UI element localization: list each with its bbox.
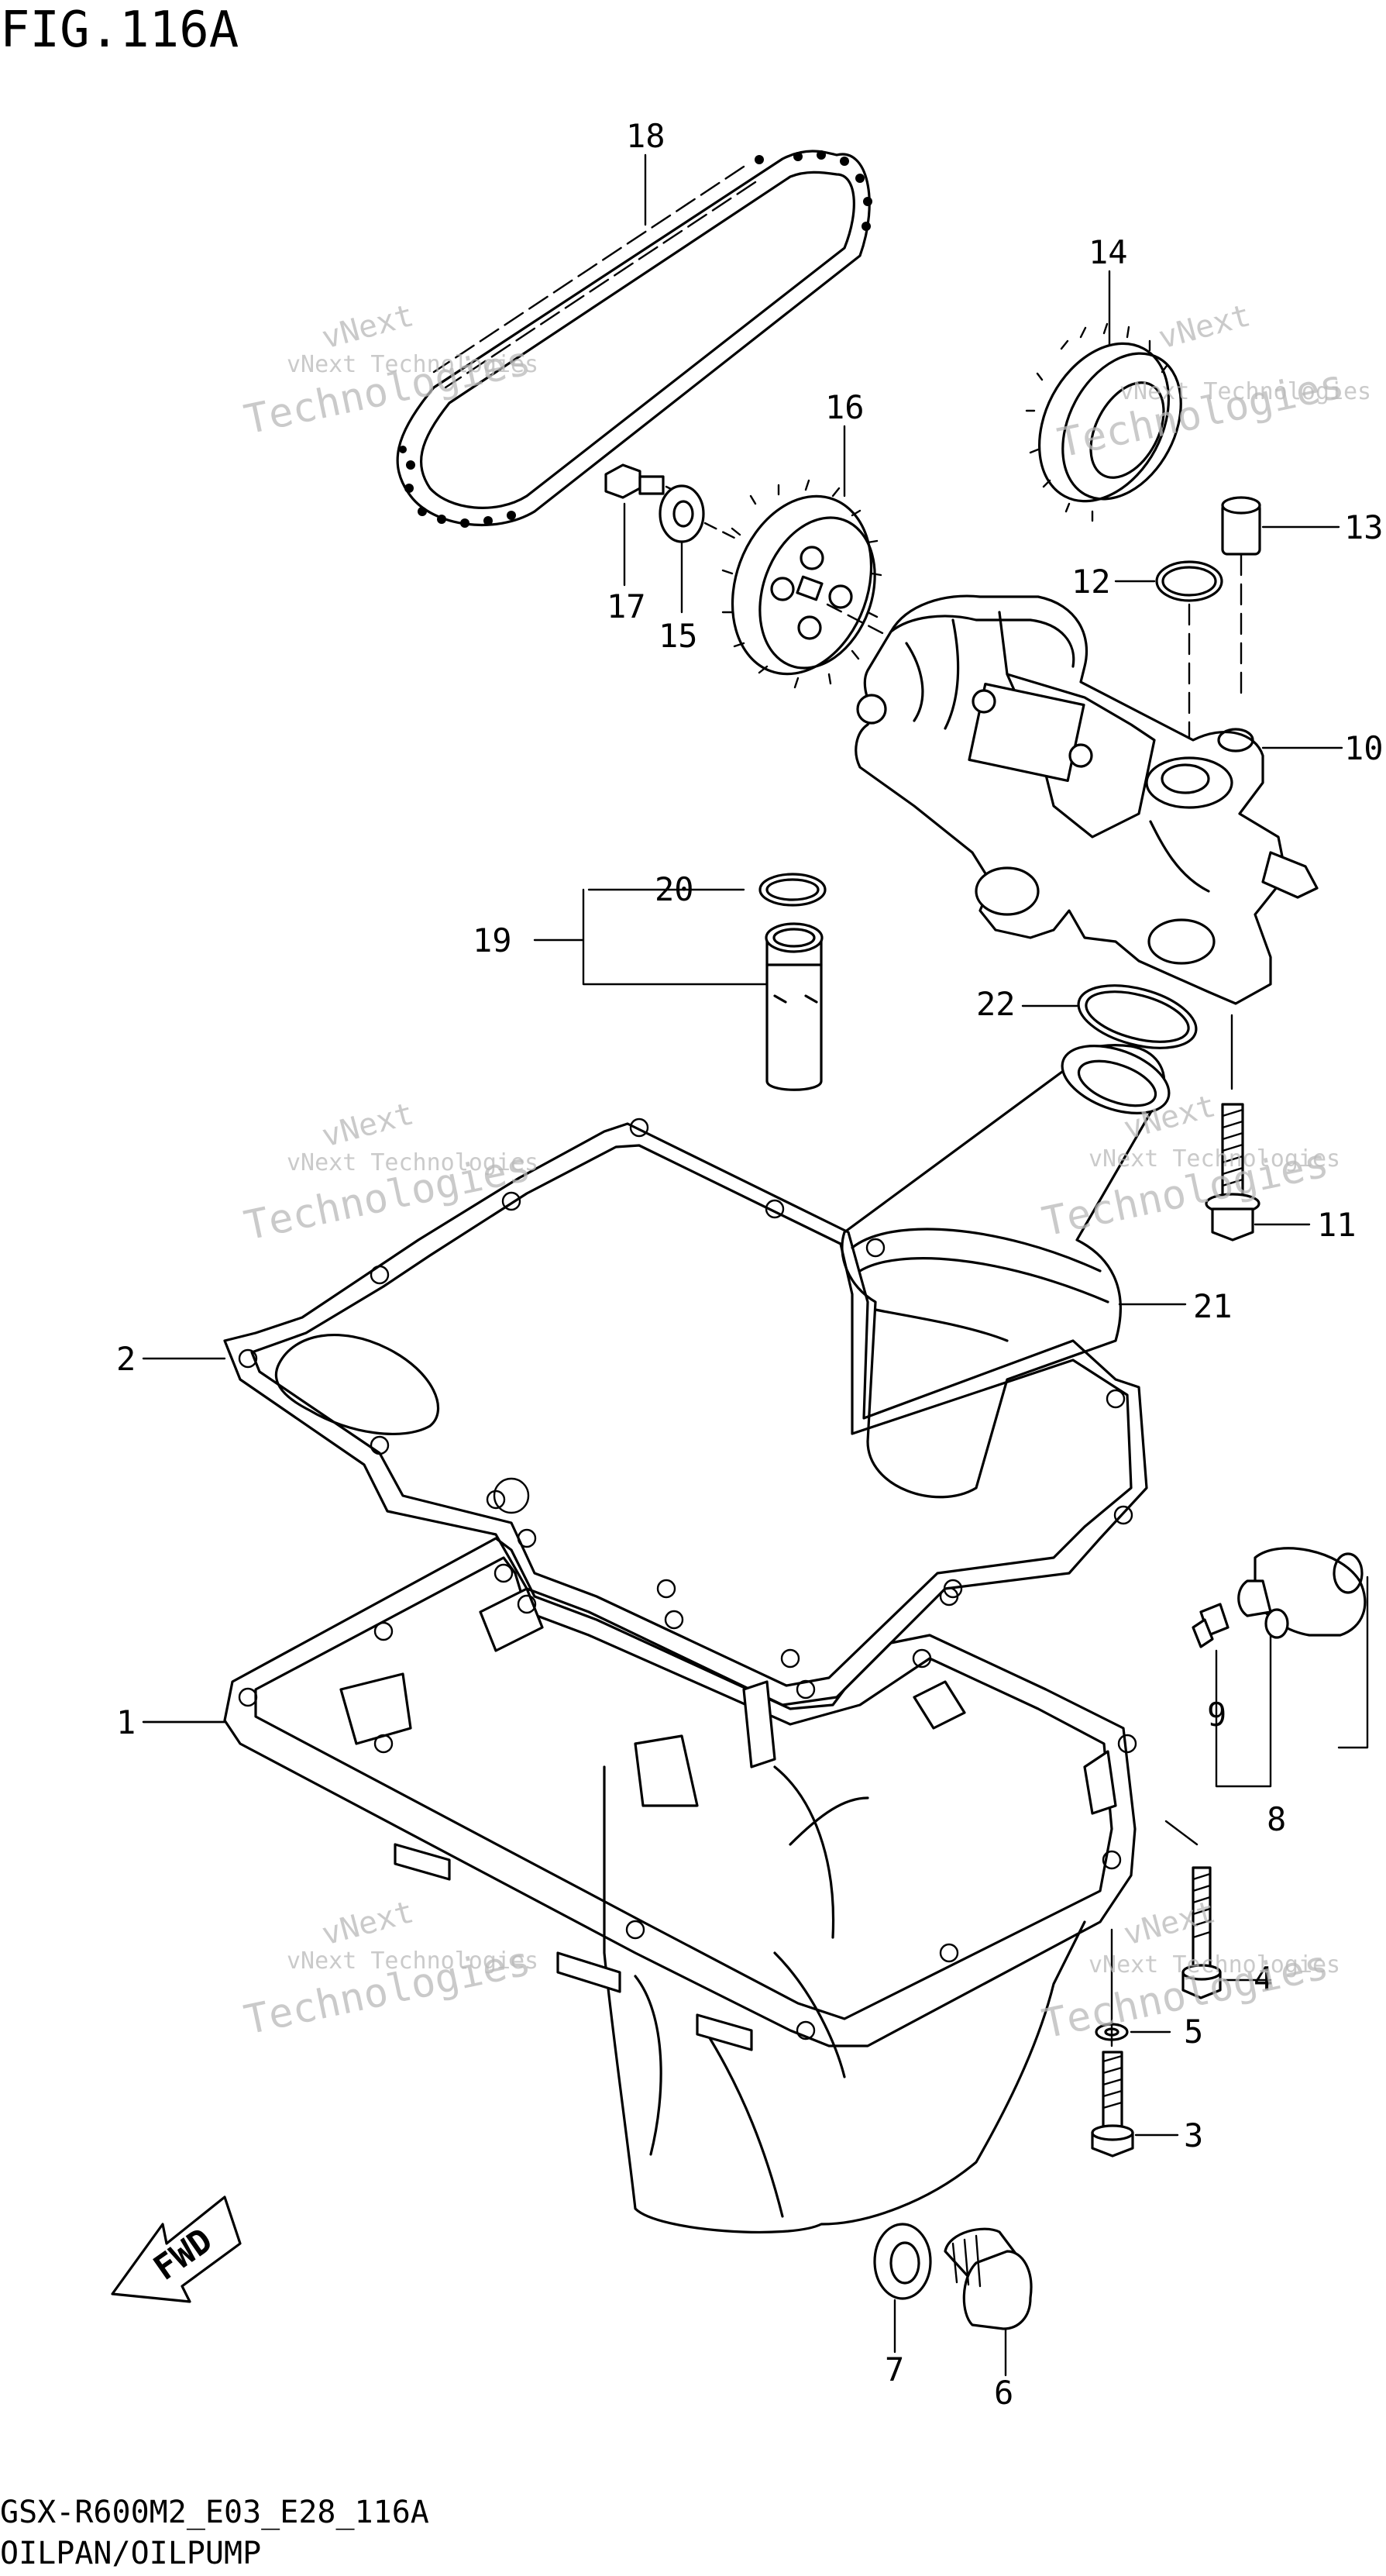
svg-text:vNext: vNext <box>1155 298 1254 356</box>
svg-text:vNext Technologies: vNext Technologies <box>287 1149 538 1176</box>
part-11-bolt <box>1205 1103 1311 1242</box>
watermark-bottom-right: vNext Technologies Technologies vNext <box>1038 1894 1340 2048</box>
part-10-oil-pump <box>855 594 1343 1090</box>
callout-20: 20 <box>655 870 694 908</box>
footer-caption: OILPAN/OILPUMP <box>0 2536 261 2571</box>
part-14-sprocket <box>1025 322 1182 522</box>
watermark-mid-left: vNext Technologies Technologies vNext <box>240 1096 538 1250</box>
part-6-drain-plug <box>944 2227 1033 2377</box>
callout-19: 19 <box>473 921 512 959</box>
part-21-strainer-pipe <box>841 1044 1187 1499</box>
part-3-bolt <box>1091 1928 1179 2158</box>
part-4-bolt <box>1164 1820 1272 1999</box>
watermark-bottom-left: vNext Technologies Technologies vNext <box>240 1894 538 2044</box>
part-2-gasket <box>142 1118 1148 1706</box>
svg-text:vNext Technologies: vNext Technologies <box>1119 378 1371 405</box>
part-1-oil-pan <box>142 1537 1137 2234</box>
callout-3: 3 <box>1184 2116 1203 2154</box>
part-19-20-strainer <box>533 873 827 1091</box>
watermark-top-left: vNext Technologies Technologies vNext <box>240 298 538 444</box>
svg-text:vNext: vNext <box>318 1894 418 1953</box>
svg-text:vNext: vNext <box>318 1096 418 1155</box>
callout-12: 12 <box>1071 563 1111 601</box>
callout-18: 18 <box>626 117 665 155</box>
callout-21: 21 <box>1193 1287 1233 1325</box>
callout-10: 10 <box>1344 729 1384 767</box>
callout-2: 2 <box>116 1340 136 1378</box>
callout-16: 16 <box>825 388 865 426</box>
part-12-oring <box>1114 560 1223 749</box>
footer-code: GSX-R600M2_E03_E28_116A <box>0 2495 429 2530</box>
callout-22: 22 <box>976 985 1016 1023</box>
part-16-pump-sprocket <box>721 479 889 689</box>
callout-7: 7 <box>885 2350 904 2388</box>
part-7-washer <box>873 2223 932 2354</box>
figure-title: FIG.116A <box>0 2 239 59</box>
part-18-chain <box>396 150 872 528</box>
callout-9: 9 <box>1207 1696 1226 1734</box>
callout-6: 6 <box>994 2374 1013 2412</box>
part-22-oring <box>1021 984 1198 1049</box>
svg-text:vNext Technologies: vNext Technologies <box>1089 1951 1340 1978</box>
callout-labels: 1 2 3 4 5 6 7 8 9 10 11 12 13 14 15 16 1… <box>116 117 1384 2412</box>
callout-13: 13 <box>1344 508 1384 546</box>
svg-text:vNext Technologies: vNext Technologies <box>287 351 538 378</box>
callout-15: 15 <box>659 617 698 655</box>
callout-leaders <box>142 153 1111 1724</box>
svg-text:vNext Technologies: vNext Technologies <box>1089 1145 1340 1173</box>
callout-11: 11 <box>1317 1206 1357 1244</box>
callout-4: 4 <box>1254 1960 1273 1998</box>
part-15-washer <box>659 484 738 614</box>
callout-1: 1 <box>116 1703 136 1741</box>
callout-8: 8 <box>1267 1800 1286 1838</box>
callout-14: 14 <box>1089 233 1128 271</box>
fwd-arrow-icon: FWD <box>111 2195 242 2303</box>
callout-5: 5 <box>1184 2013 1203 2051</box>
part-8-9-switch <box>1192 1547 1369 1788</box>
svg-text:vNext Technologies: vNext Technologies <box>287 1947 538 1975</box>
part-13-dowel <box>1221 496 1340 703</box>
callout-17: 17 <box>607 587 646 625</box>
svg-text:vNext: vNext <box>318 298 418 356</box>
part-17-bolt <box>604 463 703 587</box>
